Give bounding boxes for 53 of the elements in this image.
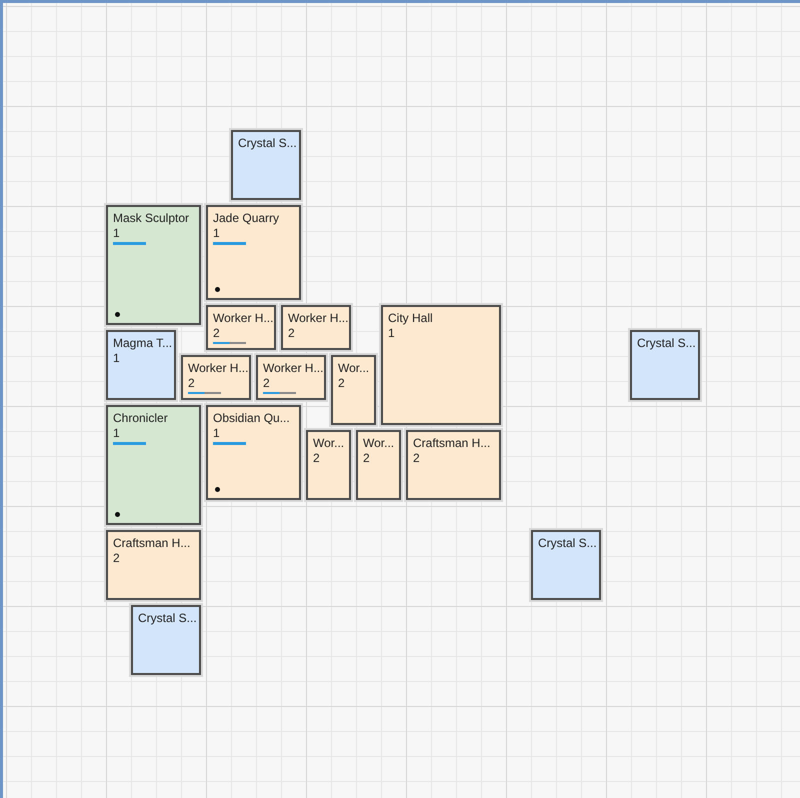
level-number: 1 [388, 326, 395, 340]
building-tile [231, 130, 301, 200]
building-name: Craftsman H... [113, 536, 190, 550]
level-number: 2 [363, 451, 370, 465]
level-number: 2 [338, 376, 345, 390]
building-name: Wor... [313, 436, 344, 450]
level-number: 1 [113, 351, 120, 365]
level-number: 2 [313, 451, 320, 465]
building-name: Magma T... [113, 336, 172, 350]
building-tile [106, 330, 176, 400]
level-number: 2 [413, 451, 420, 465]
building-tile [531, 530, 601, 600]
building-tile [106, 405, 201, 525]
level-number: 2 [213, 326, 220, 340]
level-number: 1 [113, 426, 120, 440]
building-tile [106, 530, 201, 600]
level-number: 2 [188, 376, 195, 390]
level-number: 1 [213, 426, 220, 440]
building-name: Jade Quarry [213, 211, 280, 225]
building-tile [131, 605, 201, 675]
building-name: Mask Sculptor [113, 211, 190, 225]
building-name: Worker H... [188, 361, 248, 375]
level-number: 2 [113, 551, 120, 565]
building-tile [381, 305, 501, 425]
building-name: Chronicler [113, 411, 168, 425]
building-tile [356, 430, 401, 500]
building-tile [206, 405, 301, 500]
building-name: Wor... [363, 436, 394, 450]
building-name: Obsidian Qu... [213, 411, 290, 425]
building-tile [331, 355, 376, 425]
building-name: Crystal S... [637, 336, 696, 350]
building-name: Worker H... [263, 361, 324, 375]
building-tile [181, 355, 251, 400]
building-name: Craftsman H... [413, 436, 490, 450]
level-number: 2 [288, 326, 295, 340]
building-tile [306, 430, 351, 500]
building-name: City Hall [388, 311, 433, 325]
level-number: 2 [263, 376, 270, 390]
building-tile [406, 430, 501, 500]
building-tile [206, 305, 276, 350]
building-tile [256, 355, 326, 400]
building-name: Worker H... [288, 311, 348, 325]
building-name: Worker H... [213, 311, 274, 325]
building-name: Crystal S... [538, 536, 597, 550]
level-number: 1 [213, 226, 220, 240]
level-number: 1 [113, 226, 120, 240]
building-tile [206, 205, 301, 300]
building-name: Wor... [338, 361, 370, 375]
building-name: Crystal S... [238, 136, 297, 150]
building-tile [630, 330, 700, 400]
building-tile [106, 205, 201, 325]
building-name: Crystal S... [138, 611, 197, 625]
building-tile [281, 305, 351, 350]
